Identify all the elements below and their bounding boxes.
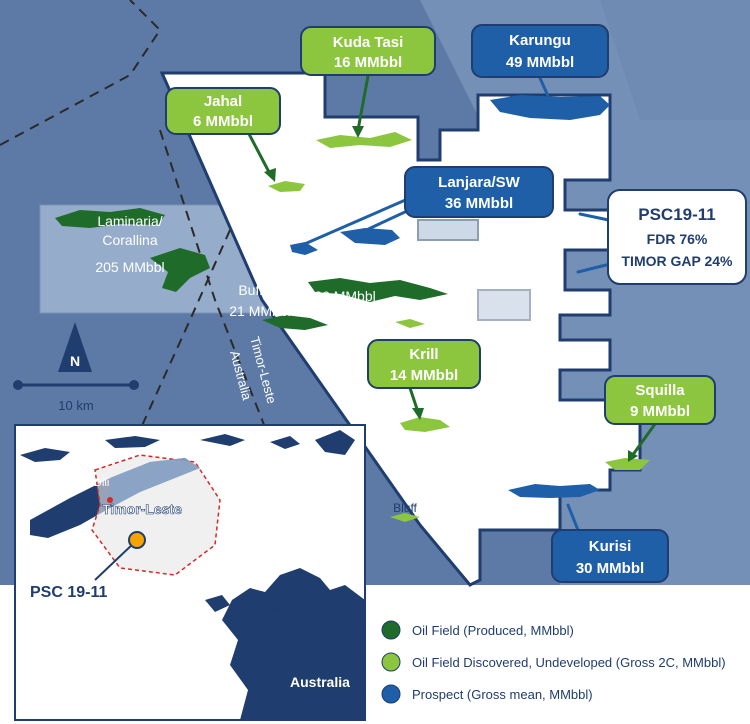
- compass-label: N: [70, 353, 80, 369]
- squilla-name: Squilla: [635, 382, 685, 399]
- psc-timor-gap: TIMOR GAP 24%: [622, 253, 734, 269]
- label-kurisi: Kurisi 30 MMbbl: [551, 529, 669, 583]
- legend-label-discovered: Oil Field Discovered, Undeveloped (Gross…: [412, 655, 726, 670]
- label-lanjara: Lanjara/SW 36 MMbbl: [404, 166, 554, 218]
- prospect-lanjara-sw: [290, 242, 318, 255]
- field-kitan: [308, 278, 448, 302]
- boundary-dashed-timor: [159, 129, 271, 441]
- arrowhead-krill: [412, 408, 424, 420]
- legend-swatch-produced: [381, 620, 401, 640]
- prospect-karungu: [490, 95, 610, 120]
- block-notch: [417, 219, 479, 241]
- boundary-dashed-north: [0, 0, 162, 146]
- dili-label: Dili: [94, 477, 109, 489]
- lanjara-volume: 36 MMbbl: [445, 195, 513, 212]
- krill-name: Krill: [409, 346, 438, 363]
- north-arrow: N: [58, 322, 92, 372]
- kitan-label: Kitan: [329, 264, 361, 280]
- field-bluff: [390, 513, 420, 522]
- arrow-squilla: [630, 422, 657, 458]
- australia-inset-label: Australia: [290, 674, 350, 690]
- prospect-lanjara: [340, 228, 400, 245]
- corallina-label: Corallina: [102, 232, 157, 248]
- psc-info-box: PSC19-11 FDR 76% TIMOR GAP 24%: [607, 189, 747, 285]
- inset-map: Dili Timor-Leste PSC 19-11 Darwin Austra…: [14, 424, 366, 721]
- scale-label: 10 km: [58, 398, 93, 413]
- buffalo-volume: 21 MMbbl: [229, 303, 290, 319]
- legend: Oil Field (Produced, MMbbl) Oil Field Di…: [381, 620, 726, 704]
- krill-volume: 14 MMbbl: [390, 367, 458, 384]
- psc-fdr: FDR 76%: [647, 231, 708, 247]
- field-squilla: [605, 458, 650, 470]
- arrow-lanjara-sw: [298, 196, 412, 248]
- darwin-label: Darwin: [252, 604, 286, 616]
- legend-label-prospect: Prospect (Gross mean, MMbbl): [412, 687, 593, 702]
- label-krill: Krill 14 MMbbl: [367, 339, 481, 389]
- australia-mainland: [222, 568, 364, 719]
- legend-label-produced: Oil Field (Produced, MMbbl): [412, 623, 574, 638]
- arrow-kuda-tasi: [356, 74, 370, 132]
- label-jahal: Jahal 6 MMbbl: [165, 87, 281, 135]
- squilla-volume: 9 MMbbl: [630, 403, 690, 420]
- buffalo-label: Buffalo: [238, 282, 282, 298]
- label-squilla: Squilla 9 MMbbl: [604, 375, 716, 425]
- arrow-kurisi: [566, 503, 580, 532]
- bluff-label: Bluff: [393, 501, 417, 515]
- label-karungu: Karungu 49 MMbbl: [471, 24, 609, 78]
- arrowhead-jahal: [264, 168, 276, 182]
- scale-bar: 10 km: [13, 380, 139, 413]
- laminaria-label: Laminaria/: [97, 213, 162, 229]
- lanjara-name: Lanjara/SW: [438, 174, 521, 191]
- arrowhead-squilla: [628, 450, 638, 462]
- sea-shelf-dark: [600, 0, 750, 120]
- legend-swatch-prospect: [381, 684, 401, 704]
- legend-swatch-discovered: [381, 652, 401, 672]
- arrowhead-kuda-tasi: [352, 126, 364, 138]
- label-kuda-tasi: Kuda Tasi 16 MMbbl: [300, 26, 436, 76]
- psc-inset-label: PSC 19-11: [30, 584, 107, 601]
- field-kuda-tasi: [316, 132, 412, 148]
- psc-title: PSC19-11: [638, 205, 716, 224]
- psc-location-marker: [128, 531, 146, 549]
- kuda-tasi-name: Kuda Tasi: [333, 34, 404, 51]
- arrow-jahal: [246, 130, 272, 176]
- field-krill: [400, 417, 450, 432]
- laminaria-volume: 205 MMbbl: [95, 259, 164, 275]
- field-laminaria: [55, 208, 165, 228]
- field-corallina: [150, 248, 210, 292]
- karungu-volume: 49 MMbbl: [506, 54, 574, 71]
- jahal-name: Jahal: [204, 93, 242, 110]
- field-buffalo: [262, 315, 328, 330]
- block-notch: [477, 289, 531, 321]
- boundary-dashed-australia: [139, 229, 231, 431]
- timor-leste-inset-label: Timor-Leste: [102, 501, 182, 517]
- kitan-volume: 26 MMbbl: [314, 288, 375, 304]
- kurisi-volume: 30 MMbbl: [576, 560, 644, 577]
- arrow-karungu: [538, 76, 550, 98]
- karungu-name: Karungu: [509, 32, 571, 49]
- field-kitan-light: [395, 319, 425, 328]
- jahal-volume: 6 MMbbl: [193, 113, 253, 130]
- prospect-kurisi: [508, 484, 600, 498]
- kurisi-name: Kurisi: [589, 538, 632, 555]
- field-jahal: [268, 181, 305, 192]
- kuda-tasi-volume: 16 MMbbl: [334, 54, 402, 71]
